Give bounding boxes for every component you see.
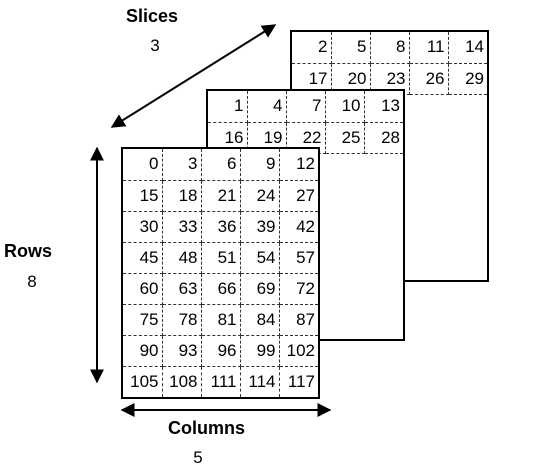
grid-cell: 78 — [162, 304, 202, 336]
grid-cell: 24 — [240, 180, 280, 212]
grid-cell: 90 — [123, 335, 163, 367]
grid-cell: 30 — [123, 211, 163, 243]
grid-cell: 21 — [201, 180, 241, 212]
grid-cell: 15 — [123, 180, 163, 212]
grid-cell: 7 — [286, 91, 326, 123]
grid-cell: 18 — [162, 180, 202, 212]
grid-cell: 51 — [201, 242, 241, 274]
grid-cell: 28 — [364, 122, 403, 154]
grid-cell: 9 — [240, 149, 280, 181]
slices-count: 3 — [150, 36, 160, 55]
grid-cell: 0 — [123, 149, 163, 181]
grid-cell: 45 — [123, 242, 163, 274]
grid-cell: 48 — [162, 242, 202, 274]
grid-cell: 2 — [292, 32, 332, 64]
grid-cell: 99 — [240, 335, 280, 367]
grid-cell: 75 — [123, 304, 163, 336]
grid-cell: 69 — [240, 273, 280, 305]
rows-count: 8 — [27, 272, 37, 291]
columns-label: Columns — [168, 418, 246, 438]
grid-cell: 93 — [162, 335, 202, 367]
grid-cell: 72 — [279, 273, 318, 305]
grid-cell: 12 — [279, 149, 318, 181]
grid-cell: 81 — [201, 304, 241, 336]
grid-cell: 105 — [123, 366, 163, 397]
grid-cell: 6 — [201, 149, 241, 181]
grid-cell: 14 — [448, 32, 487, 64]
grid-cell: 4 — [247, 91, 287, 123]
grid-cell: 27 — [279, 180, 318, 212]
grid-cell: 5 — [331, 32, 371, 64]
grid-cell: 102 — [279, 335, 318, 367]
grid-cell: 26 — [409, 63, 449, 95]
grid-cell: 33 — [162, 211, 202, 243]
grid-cell: 111 — [201, 366, 241, 397]
grid-cell: 11 — [409, 32, 449, 64]
grid-cell: 60 — [123, 273, 163, 305]
grid-cell: 108 — [162, 366, 202, 397]
grid-cell: 10 — [325, 91, 365, 123]
grid-cell: 66 — [201, 273, 241, 305]
grid-cell: 54 — [240, 242, 280, 274]
grid-cell: 39 — [240, 211, 280, 243]
grid-cell: 117 — [287, 371, 315, 391]
grid-cell: 87 — [279, 304, 318, 336]
grid-cell: 1 — [208, 91, 248, 123]
grid-cell: 114 — [240, 366, 280, 397]
grid-cell: 57 — [279, 242, 318, 274]
grid-cell: 29 — [448, 63, 487, 95]
grid-cell: 25 — [325, 122, 365, 154]
grid-cell: 84 — [240, 304, 280, 336]
grid-cell: 13 — [364, 91, 403, 123]
slices-label: Slices — [126, 6, 179, 26]
grid-cell: 42 — [279, 211, 318, 243]
grid-cell: 96 — [201, 335, 241, 367]
grid-cell: 8 — [370, 32, 410, 64]
grid-cell: 36 — [201, 211, 241, 243]
grid-cell: 63 — [162, 273, 202, 305]
grid-cell: 3 — [162, 149, 202, 181]
rows-label: Rows — [4, 241, 53, 261]
columns-count: 5 — [193, 448, 203, 467]
slices-arrow — [110, 24, 277, 128]
